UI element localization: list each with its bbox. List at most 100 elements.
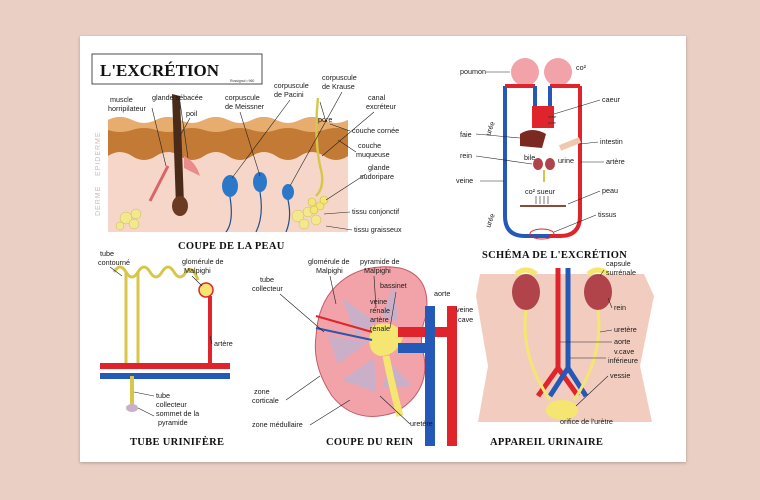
ureters bbox=[523, 309, 601, 401]
label-epiderme: EPIDERME bbox=[95, 131, 102, 176]
label-rein-scheme: rein bbox=[460, 151, 472, 160]
aorta-urinary bbox=[535, 268, 581, 398]
meissner-corpuscle bbox=[253, 172, 267, 192]
label-muqueuse-2: muqueuse bbox=[356, 150, 390, 159]
label-peau: peau bbox=[602, 186, 618, 195]
kidney-pyramids bbox=[328, 284, 412, 392]
caption-tubule: TUBE URINIFÈRE bbox=[130, 436, 224, 448]
uriniferous-tubule: tube contourné glomérule de Malpighi art… bbox=[98, 249, 233, 448]
label-glomerule-tubule-1: glomérule de bbox=[182, 257, 224, 266]
label-zone-corticale-2: corticale bbox=[252, 396, 279, 405]
skin-cross-section: EPIDERME DERME muscle horripilateur glan… bbox=[90, 73, 402, 252]
label-vessie: vessie bbox=[610, 371, 630, 380]
label-glande-sebacee: glande sébacée bbox=[152, 93, 203, 102]
loop-of-henle bbox=[124, 272, 140, 366]
label-pyramide-2: Malpighi bbox=[364, 266, 391, 275]
liver bbox=[520, 130, 546, 148]
label-sudoripare-1: glande bbox=[368, 163, 390, 172]
urinary-system: capsule surrénale rein uretère aorte v.c… bbox=[476, 259, 654, 448]
label-glomerule-rein-2: Malpighi bbox=[316, 266, 343, 275]
arterial-loop bbox=[550, 86, 582, 238]
label-aorte-rein: aorte bbox=[434, 289, 450, 298]
label-artere-scheme: artère bbox=[606, 157, 625, 166]
vena-cava-urinary bbox=[547, 268, 589, 398]
label-vcave-2: inférieure bbox=[608, 356, 638, 365]
label-coeur: caeur bbox=[602, 95, 621, 104]
label-zone-corticale-1: zone bbox=[254, 387, 270, 396]
label-co2-sueur: co² sueur bbox=[525, 187, 556, 196]
label-uree-top: urée bbox=[483, 120, 496, 137]
label-uree-bottom: urée bbox=[483, 212, 496, 229]
label-uretere-rein: uretère bbox=[410, 419, 433, 428]
sebaceous-gland bbox=[184, 156, 200, 176]
left-lung bbox=[511, 58, 539, 86]
poster-sheet: L'EXCRÉTION Rossignol • 960 EPIDERME DER… bbox=[80, 36, 686, 462]
label-artere-tubule: artère bbox=[214, 339, 233, 348]
excretion-poster: L'EXCRÉTION Rossignol • 960 EPIDERME DER… bbox=[90, 53, 654, 448]
skin-leader-lines bbox=[151, 91, 375, 231]
tissue-capillaries bbox=[529, 228, 555, 240]
poster-title: L'EXCRÉTION bbox=[100, 61, 220, 80]
label-glomerule-tubule-2: Malpighi bbox=[184, 266, 211, 275]
label-horripilateur: horripilateur bbox=[108, 104, 147, 113]
scheme-kidney-right bbox=[545, 158, 555, 170]
right-kidney bbox=[584, 274, 612, 310]
arrector-muscle bbox=[148, 165, 170, 202]
label-foie: faie bbox=[460, 130, 472, 139]
label-veine-renale-1: veine bbox=[370, 297, 387, 306]
publisher-note: Rossignol • 960 bbox=[230, 79, 254, 83]
left-adrenal bbox=[514, 267, 538, 277]
label-vcave-1: v.cave bbox=[614, 347, 634, 356]
label-muscle: muscle bbox=[110, 95, 133, 104]
label-artere-renale-1: artère bbox=[370, 315, 389, 324]
label-tissu-graisseux: tissu graisseux bbox=[354, 225, 402, 234]
label-sommet-2: pyramide bbox=[158, 418, 188, 427]
right-lung bbox=[544, 58, 572, 86]
label-veine-renale-2: rénale bbox=[370, 306, 390, 315]
label-co2-top: co² bbox=[576, 63, 587, 72]
label-sommet-1: sommet de la bbox=[156, 409, 199, 418]
label-poil: poil bbox=[186, 109, 198, 118]
label-krause-2: de Krause bbox=[322, 82, 355, 91]
label-meissner-1: corpuscule bbox=[225, 93, 260, 102]
caption-skin: COUPE DE LA PEAU bbox=[178, 241, 285, 252]
label-uretere-urinary: uretère bbox=[614, 325, 637, 334]
fat-tissue bbox=[115, 206, 322, 231]
label-tube-collecteur-2: collecteur bbox=[156, 400, 187, 409]
label-pacini-1: corpuscule bbox=[274, 81, 309, 90]
caption-kidney: COUPE DU REIN bbox=[326, 437, 413, 448]
label-tissus: tissus bbox=[598, 210, 617, 219]
label-tube-collecteur-1: tube bbox=[156, 391, 170, 400]
heart bbox=[532, 106, 554, 128]
right-adrenal bbox=[586, 267, 610, 277]
renal-pelvis bbox=[369, 323, 404, 356]
tubule-leader-lines bbox=[109, 266, 213, 417]
label-canal-2: excréteur bbox=[366, 102, 397, 111]
label-bile: bile bbox=[524, 153, 535, 162]
caption-scheme: SCHÉMA DE L'EXCRÉTION bbox=[482, 249, 627, 261]
pacini-corpuscle bbox=[222, 175, 238, 197]
intestine bbox=[558, 137, 582, 151]
label-veine-scheme: veine bbox=[456, 176, 473, 185]
label-tube-collecteur-rein-1: tube bbox=[260, 275, 274, 284]
label-veine-porte-1: veine bbox=[548, 115, 556, 119]
label-derme: DERME bbox=[95, 186, 102, 216]
label-sudoripare-2: sudoripare bbox=[360, 172, 394, 181]
label-tube-collecteur-rein-2: collecteur bbox=[252, 284, 283, 293]
krause-corpuscle bbox=[282, 184, 294, 200]
venous-loop bbox=[503, 86, 550, 238]
kidney-leader-lines bbox=[279, 275, 411, 426]
label-rein-urinary: rein bbox=[614, 303, 626, 312]
scheme-kidney-left bbox=[533, 158, 543, 170]
label-artere-renale-2: rénale bbox=[370, 324, 390, 333]
label-capsule-1: capsule bbox=[606, 259, 631, 268]
skin-side-band bbox=[90, 91, 106, 231]
hair-bulb bbox=[172, 196, 188, 216]
label-capsule-2: surrénale bbox=[606, 268, 636, 277]
label-veine-cave-2: cave bbox=[458, 315, 473, 324]
ureter-kidney bbox=[382, 355, 404, 417]
sweat-duct bbox=[315, 97, 324, 197]
pyramid-apex bbox=[126, 404, 138, 412]
label-veine-cave-1: veine bbox=[456, 305, 473, 314]
glomerulus bbox=[198, 282, 214, 298]
